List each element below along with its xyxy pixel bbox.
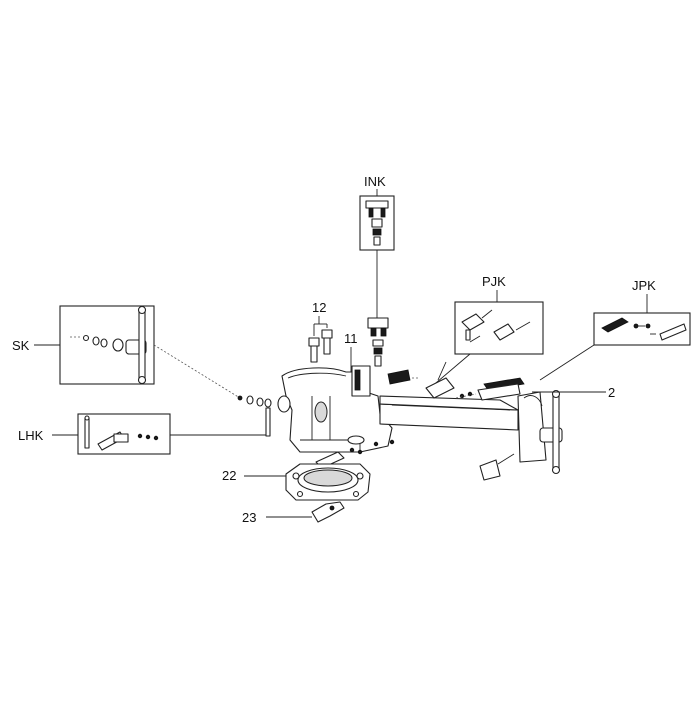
ink-kit-inset: INK bbox=[359, 174, 395, 318]
label-12: 12 bbox=[312, 300, 326, 315]
lhk-parts-icon bbox=[84, 415, 159, 451]
center-screw-assembly bbox=[367, 317, 389, 367]
sk-shaft-parts bbox=[237, 395, 291, 437]
pjk-kit-inset: PJK bbox=[429, 274, 544, 389]
pjk-parts-icon bbox=[461, 309, 531, 343]
label-22: 22 bbox=[222, 468, 236, 483]
label-pjk: PJK bbox=[482, 274, 506, 289]
part-11-callout: 11 bbox=[344, 331, 358, 372]
label-23: 23 bbox=[242, 510, 256, 525]
slide-lower-plate bbox=[479, 453, 515, 481]
label-jpk: JPK bbox=[632, 278, 656, 293]
vise-slide-front-jaw bbox=[379, 361, 563, 475]
part-23-lock-lever: 23 bbox=[242, 501, 345, 525]
label-lhk: LHK bbox=[18, 428, 44, 443]
label-ink: INK bbox=[364, 174, 386, 189]
jpk-kit-inset: JPK bbox=[539, 278, 691, 381]
jaw-insert-rear bbox=[387, 369, 420, 385]
label-11: 11 bbox=[344, 331, 358, 346]
part-2-callout: 2 bbox=[532, 385, 615, 400]
part-12-bolts: 12 bbox=[308, 300, 333, 363]
ink-parts-icon bbox=[365, 200, 389, 246]
sk-parts-icon bbox=[70, 305, 147, 385]
jpk-parts-icon bbox=[601, 317, 687, 341]
vise-rear-body bbox=[281, 365, 393, 453]
label-sk: SK bbox=[12, 338, 30, 353]
part-22-swivel-base: 22 bbox=[222, 463, 371, 501]
lhk-kit-inset: LHK bbox=[18, 413, 268, 455]
label-2: 2 bbox=[608, 385, 615, 400]
sk-kit-inset: SK bbox=[12, 305, 241, 399]
